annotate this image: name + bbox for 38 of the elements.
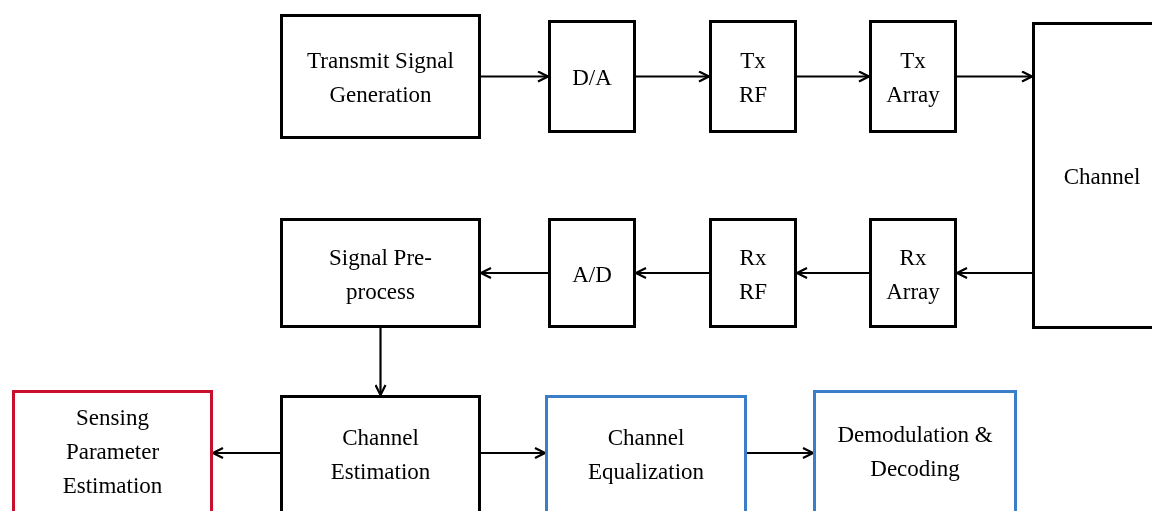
box-label: Demodulation & Decoding <box>836 421 994 483</box>
arrow <box>374 328 387 397</box>
box-label: Channel <box>1063 163 1141 191</box>
process-box <box>545 395 747 511</box>
process-box <box>709 218 797 328</box>
process-box <box>280 218 481 328</box>
arrow <box>481 70 550 83</box>
box-label: Tx Array <box>885 47 941 109</box>
arrow <box>747 446 815 460</box>
box-label: Tx RF <box>737 47 769 109</box>
process-box <box>548 218 636 328</box>
process-box <box>869 20 957 133</box>
box-label: Channel Estimation <box>329 423 432 486</box>
arrow <box>211 446 280 460</box>
arrow <box>957 70 1034 83</box>
arrow <box>955 266 1032 280</box>
process-box <box>869 218 957 328</box>
arrow <box>634 266 709 280</box>
arrow <box>636 70 711 83</box>
box-label: A/D <box>572 260 612 289</box>
process-box <box>280 395 481 511</box>
box-label: Sensing Parameter Estimation <box>61 404 164 500</box>
process-box <box>709 20 797 133</box>
process-box <box>1032 22 1152 329</box>
process-box <box>280 14 481 139</box>
box-label: Rx Array <box>885 243 941 306</box>
box-label: Channel Equalization <box>586 423 706 486</box>
arrow <box>795 266 869 280</box>
box-label: Rx RF <box>737 243 769 306</box>
process-box <box>548 20 636 133</box>
process-box <box>12 390 213 511</box>
arrow <box>481 446 547 460</box>
arrow <box>479 266 548 280</box>
box-label: D/A <box>572 64 612 92</box>
box-label: Transmit Signal Generation <box>306 47 455 109</box>
process-box <box>813 390 1017 511</box>
arrow <box>797 70 871 83</box>
box-label: Signal Pre-process <box>328 243 433 306</box>
